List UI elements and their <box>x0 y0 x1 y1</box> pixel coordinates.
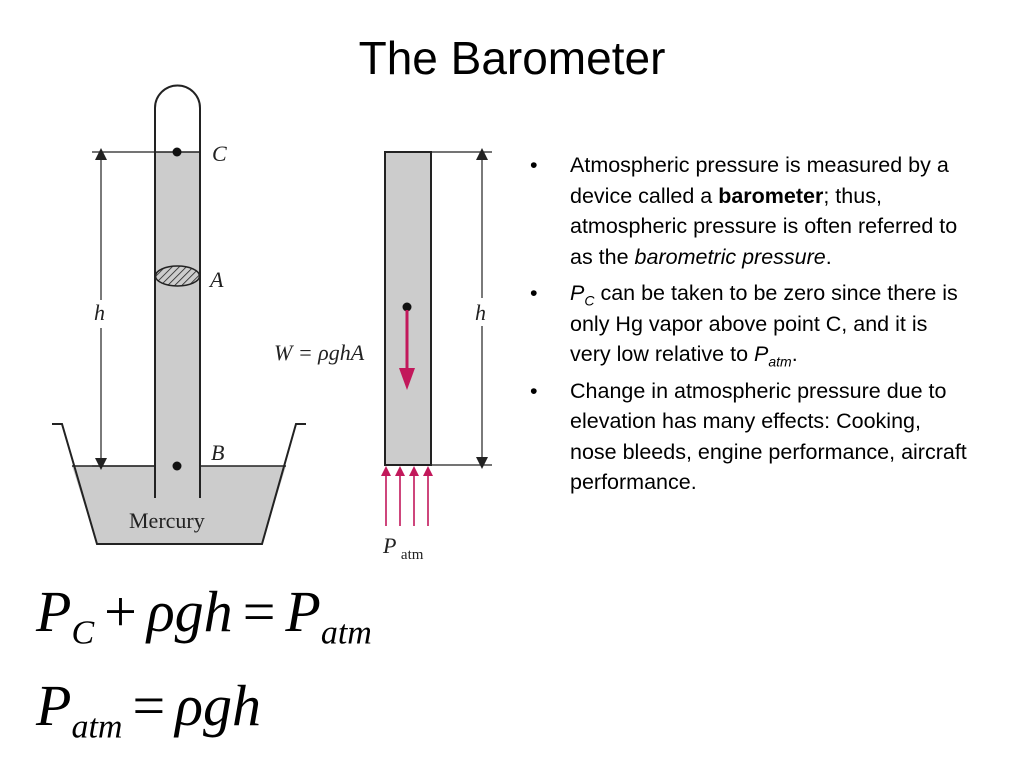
mercury-pool <box>72 466 286 544</box>
b1-end: . <box>825 244 832 269</box>
eq1-s2: atm <box>320 614 372 652</box>
point-c <box>172 147 182 157</box>
b1-pre: Atmospheric pressure is measured by a de… <box>570 153 949 208</box>
page-title: The Barometer <box>358 32 666 84</box>
bullet-item-1: • Atmospheric pressure is measured by a d… <box>528 150 968 272</box>
eq1-p1: P <box>36 579 72 644</box>
b2-end: . <box>791 342 798 366</box>
bullet-dot: • <box>530 281 538 305</box>
eq1-op2: = <box>242 579 276 644</box>
weight-arrow-head <box>399 368 415 390</box>
area-a-hatch <box>154 265 201 287</box>
tube-mercury-column <box>156 152 199 498</box>
bullet-dot: • <box>530 153 538 177</box>
patm-arrows <box>381 466 433 526</box>
eq2-op1: = <box>132 673 166 738</box>
label-a: A <box>208 267 224 292</box>
eq2-s1: atm <box>71 708 123 746</box>
label-patm: P atm <box>382 533 424 563</box>
bullet-list: • Atmospheric pressure is measured by a d… <box>528 150 968 504</box>
eq2-p1: P <box>36 673 72 738</box>
column-centroid <box>402 302 412 312</box>
b2-text: can be taken to be zero since there is o… <box>570 281 958 366</box>
bullet-item-3: • Change in atmospheric pressure due to e… <box>528 376 968 498</box>
basin-outline <box>52 423 306 545</box>
equation-2: Patm=ρgh <box>36 672 261 747</box>
b2-sub2: atm <box>768 353 792 370</box>
eq1-p2: P <box>285 579 321 644</box>
b2-sub: C <box>584 292 595 309</box>
b2-p2: P <box>754 342 769 366</box>
tube-outline <box>154 84 201 498</box>
equation-1: PC+ρgh=Patm <box>36 578 372 653</box>
bullet-item-2: •PC can be taken to be zero since there … <box>528 278 968 370</box>
eq1-t1: ρgh <box>146 579 233 644</box>
b1-bold: barometer <box>718 183 824 208</box>
eq2-t1: ρgh <box>175 673 261 738</box>
label-patm-p: P <box>382 533 396 558</box>
eq1-op1: + <box>104 579 137 644</box>
label-h-right: h <box>475 300 486 325</box>
bullet-dot: • <box>530 378 538 403</box>
label-mercury: Mercury <box>129 508 205 533</box>
b1-mid: ; thus, atmospheric pressure is often re… <box>570 183 958 269</box>
b2-p: P <box>570 281 585 305</box>
label-b: B <box>211 440 224 465</box>
label-c: C <box>212 141 227 166</box>
eq1-s1: C <box>71 614 95 652</box>
b3-text: Change in atmospheric pressure due to el… <box>570 378 967 495</box>
label-h-left: h <box>94 300 105 325</box>
b1-ital: barometric pressure <box>634 244 826 269</box>
point-b <box>172 461 182 471</box>
label-weight: W = ρghA <box>274 340 365 365</box>
label-patm-sub: atm <box>401 547 424 563</box>
